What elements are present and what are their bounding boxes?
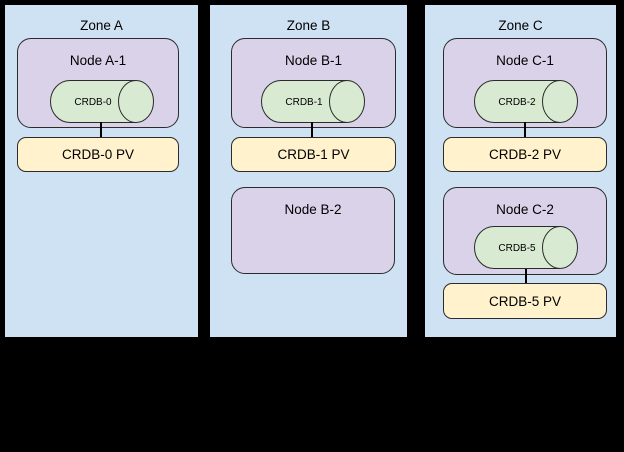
zone-a-label: Zone A bbox=[80, 18, 123, 33]
zone-a: Zone A Node A-1 CRDB-0 CRDB-0 PV bbox=[4, 4, 199, 338]
crdb-2-pod-cylinder-icon: CRDB-2 bbox=[474, 80, 578, 123]
zone-c-label: Zone C bbox=[498, 18, 543, 33]
crdb-2-pod-label: CRDB-2 bbox=[498, 97, 536, 108]
crdb-0-pv-label: CRDB-0 PV bbox=[61, 147, 134, 162]
crdb-0-pod-label: CRDB-0 bbox=[74, 97, 112, 108]
crdb-1-pod-label: CRDB-1 bbox=[285, 97, 323, 108]
node-c2: Node C-2 CRDB-5 bbox=[443, 187, 607, 275]
crdb-1-pv-label: CRDB-1 PV bbox=[277, 147, 350, 162]
node-b2: Node B-2 bbox=[231, 187, 395, 274]
crdb-5-pod-cylinder-icon: CRDB-5 bbox=[474, 226, 578, 269]
zone-b: Zone B Node B-1 CRDB-1 CRDB-1 PV Node B-… bbox=[209, 4, 408, 338]
crdb-2-pv-box: CRDB-2 PV bbox=[443, 137, 607, 172]
crdb-1-pv-box: CRDB-1 PV bbox=[231, 137, 396, 172]
connector-crdb0-to-pv bbox=[100, 122, 102, 137]
connector-crdb2-to-pv bbox=[524, 122, 526, 137]
connector-crdb5-to-pv bbox=[525, 269, 527, 284]
node-c2-label: Node C-2 bbox=[496, 202, 554, 217]
zone-b-label: Zone B bbox=[286, 18, 331, 33]
node-b2-label: Node B-2 bbox=[284, 202, 342, 217]
crdb-1-pod-cylinder-icon: CRDB-1 bbox=[261, 80, 365, 123]
node-b1: Node B-1 CRDB-1 bbox=[231, 38, 396, 128]
node-a1: Node A-1 CRDB-0 bbox=[17, 38, 179, 128]
crdb-5-pv-label: CRDB-5 PV bbox=[488, 293, 561, 309]
crdb-0-pod-cylinder-icon: CRDB-0 bbox=[50, 80, 154, 123]
node-a1-label: Node A-1 bbox=[69, 53, 127, 68]
node-b1-label: Node B-1 bbox=[284, 53, 343, 68]
crdb-5-pv-box: CRDB-5 PV bbox=[443, 283, 607, 319]
crdb-2-pv-label: CRDB-2 PV bbox=[488, 147, 561, 162]
zone-c: Zone C Node C-1 CRDB-2 CRDB-2 PV Node C-… bbox=[424, 4, 617, 338]
crdb-0-pv-box: CRDB-0 PV bbox=[17, 137, 179, 172]
node-c1: Node C-1 CRDB-2 bbox=[443, 38, 607, 128]
crdb-5-pod-label: CRDB-5 bbox=[498, 243, 536, 254]
node-c1-label: Node C-1 bbox=[496, 53, 554, 68]
connector-crdb1-to-pv bbox=[311, 122, 313, 137]
